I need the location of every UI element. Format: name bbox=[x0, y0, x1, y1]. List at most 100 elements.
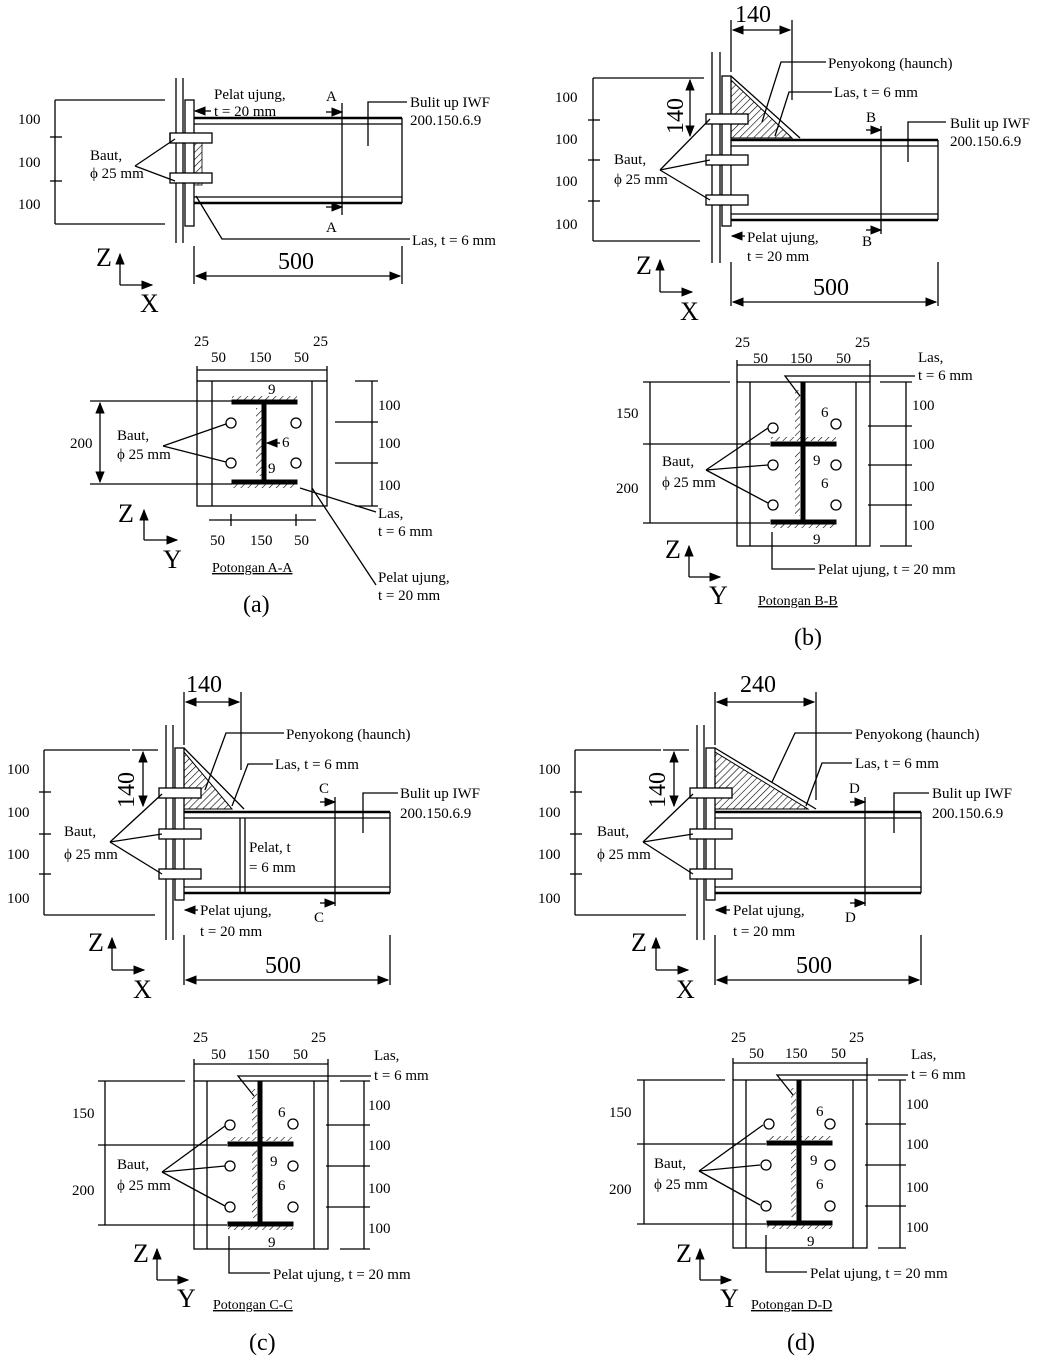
end-plate-thickness: t = 20 mm bbox=[378, 588, 441, 604]
dim-100: 100 bbox=[18, 112, 41, 128]
weld-label: t = 6 mm bbox=[911, 1067, 966, 1083]
dim-6: 6 bbox=[821, 405, 829, 421]
panel-label: (a) bbox=[243, 592, 270, 618]
panel-label: (d) bbox=[787, 1330, 815, 1356]
dim-length: 500 bbox=[278, 249, 314, 275]
weld-label: Las, bbox=[378, 506, 403, 522]
panel-label: (b) bbox=[794, 625, 822, 651]
dim-9: 9 bbox=[270, 1154, 278, 1170]
cut-mark-top: C bbox=[319, 781, 329, 797]
bolt-diameter: ϕ 25 mm bbox=[90, 166, 144, 182]
dim-100: 100 bbox=[538, 847, 561, 863]
bolt-label: Baut, bbox=[90, 148, 122, 164]
axis-x: X bbox=[140, 289, 159, 318]
beam-size: 200.150.6.9 bbox=[950, 134, 1021, 150]
cut-mark-bottom: D bbox=[845, 910, 856, 926]
weld-label: Las, bbox=[918, 350, 943, 366]
bolt-1 bbox=[169, 132, 213, 144]
panel-a-section: 25 50 150 50 25 50 150 50 200 100 100 10… bbox=[70, 334, 450, 618]
dim-100: 100 bbox=[7, 847, 30, 863]
haunch-height: 140 bbox=[645, 772, 671, 808]
dim-length: 500 bbox=[813, 275, 849, 301]
beam-size: 200.150.6.9 bbox=[400, 806, 471, 822]
dim-150: 150 bbox=[785, 1046, 808, 1062]
dim-25: 25 bbox=[849, 1030, 864, 1046]
dim-25: 25 bbox=[311, 1030, 326, 1046]
dim-50: 50 bbox=[293, 1047, 308, 1063]
dim-length: 500 bbox=[265, 953, 301, 979]
bolt-label: Baut, bbox=[117, 1157, 149, 1173]
axis-x: X bbox=[133, 975, 152, 1004]
cut-mark-bottom: B bbox=[862, 234, 872, 250]
weld-label: t = 6 mm bbox=[918, 368, 973, 384]
dim-100: 100 bbox=[906, 1220, 929, 1236]
haunch-label: Penyokong (haunch) bbox=[855, 727, 980, 743]
dim-100: 100 bbox=[18, 155, 41, 171]
end-plate-thickness: t = 20 mm bbox=[747, 249, 810, 265]
weld-label: Las, t = 6 mm bbox=[275, 757, 359, 773]
end-plate-label: Pelat ujung, t = 20 mm bbox=[273, 1267, 411, 1283]
dim-150: 150 bbox=[72, 1106, 95, 1122]
dim-9: 9 bbox=[268, 1235, 276, 1251]
end-plate-label: Pelat ujung, bbox=[747, 230, 819, 246]
dim-25: 25 bbox=[194, 334, 209, 350]
bolt-diameter: ϕ 25 mm bbox=[117, 447, 171, 463]
axis-z: Z bbox=[676, 1239, 692, 1268]
cut-mark-top: D bbox=[849, 781, 860, 797]
section-caption: Potongan B-B bbox=[758, 594, 838, 609]
dim-100: 100 bbox=[368, 1221, 391, 1237]
stiffener-label: Pelat, t bbox=[249, 840, 291, 856]
panel-d-elevation: D D 240 140 100 100 100 100 Baut, ϕ 25 m… bbox=[538, 672, 1012, 1004]
dim-9: 9 bbox=[268, 461, 276, 477]
dim-100: 100 bbox=[378, 478, 401, 494]
weld-label: Las, bbox=[374, 1048, 399, 1064]
dim-150: 150 bbox=[250, 533, 273, 549]
bolt-label: Baut, bbox=[64, 824, 96, 840]
dim-100: 100 bbox=[555, 132, 578, 148]
bolt-diameter: ϕ 25 mm bbox=[117, 1178, 171, 1194]
dim-100: 100 bbox=[538, 891, 561, 907]
dim-9: 9 bbox=[807, 1234, 815, 1250]
section-caption: Potongan A-A bbox=[212, 561, 293, 576]
dim-100: 100 bbox=[555, 217, 578, 233]
axis-z: Z bbox=[96, 243, 112, 272]
dim-length: 500 bbox=[796, 953, 832, 979]
dim-100: 100 bbox=[7, 805, 30, 821]
beam-label: Bulit up IWF bbox=[932, 786, 1012, 802]
cut-mark-bottom: C bbox=[314, 910, 324, 926]
haunch bbox=[730, 78, 794, 139]
weld-label: t = 6 mm bbox=[374, 1068, 429, 1084]
dim-200: 200 bbox=[70, 436, 93, 452]
axis-x: X bbox=[680, 297, 699, 326]
dim-100: 100 bbox=[906, 1137, 929, 1153]
dim-50: 50 bbox=[294, 533, 309, 549]
dim-150: 150 bbox=[247, 1047, 270, 1063]
stiffener-thickness: = 6 mm bbox=[249, 860, 296, 876]
dim-50: 50 bbox=[753, 351, 768, 367]
bolt-2 bbox=[169, 172, 213, 184]
bolt-diameter: ϕ 25 mm bbox=[654, 1177, 708, 1193]
dim-6: 6 bbox=[282, 435, 290, 451]
panel-b-elevation: B B 140 140 100 100 100 100 Baut, ϕ 25 m… bbox=[555, 2, 1030, 326]
panel-label: (c) bbox=[249, 1330, 276, 1356]
end-plate-label: Pelat ujung, bbox=[378, 570, 450, 586]
beam-size: 200.150.6.9 bbox=[410, 113, 481, 129]
dim-9: 9 bbox=[813, 532, 821, 548]
beam-label: Bulit up IWF bbox=[400, 786, 480, 802]
dim-9: 9 bbox=[810, 1153, 818, 1169]
end-plate-thickness: t = 20 mm bbox=[200, 924, 263, 940]
dim-25: 25 bbox=[313, 334, 328, 350]
bolt-label: Baut, bbox=[117, 428, 149, 444]
dim-150: 150 bbox=[790, 351, 813, 367]
dim-100: 100 bbox=[368, 1138, 391, 1154]
dim-50: 50 bbox=[294, 350, 309, 366]
bolt-diameter: ϕ 25 mm bbox=[662, 475, 716, 491]
axis-z: Z bbox=[118, 499, 134, 528]
panel-b-section: 25 50 150 50 25 Las, t = 6 mm 150 200 10… bbox=[616, 335, 973, 651]
bolt-diameter: ϕ 25 mm bbox=[597, 847, 651, 863]
axis-z: Z bbox=[665, 535, 681, 564]
haunch-width: 240 bbox=[740, 672, 776, 698]
axis-z: Z bbox=[636, 251, 652, 280]
bolt-label: Baut, bbox=[654, 1156, 686, 1172]
